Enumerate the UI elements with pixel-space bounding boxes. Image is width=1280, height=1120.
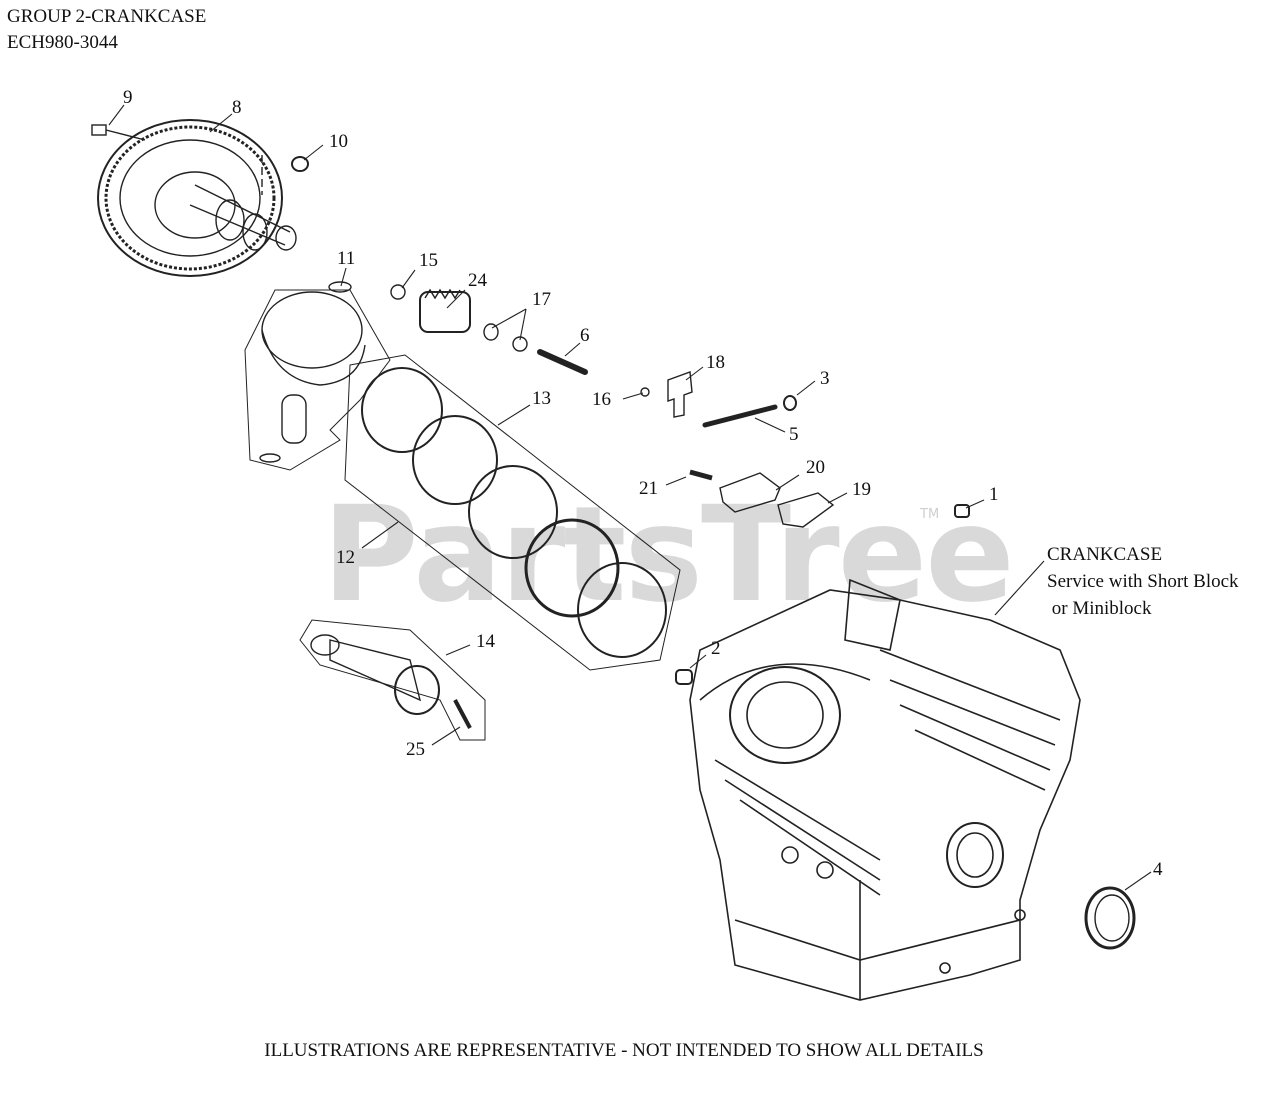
- callout-label: 25: [406, 739, 425, 760]
- breather-parts: [689, 469, 970, 528]
- oil-seal: [1084, 886, 1136, 950]
- callout-label: 17: [532, 289, 551, 310]
- callout-label: 24: [468, 270, 487, 291]
- engine-model-code: ECH980-3044: [7, 32, 118, 53]
- callout-label: 3: [820, 368, 830, 389]
- callout-label: 10: [329, 131, 348, 152]
- crankcase-service-note: CRANKCASE Service with Short Block or Mi…: [1047, 541, 1239, 622]
- ring-set: [344, 354, 681, 671]
- callout-label: 8: [232, 97, 242, 118]
- callout-label: 6: [580, 325, 590, 346]
- small-parts-upper: [390, 284, 588, 375]
- piston: [259, 281, 366, 463]
- crankcase-note-line: Service with Short Block: [1047, 571, 1239, 592]
- connecting-rod: [299, 619, 486, 741]
- callout-label: 13: [532, 388, 551, 409]
- callout-label: 19: [852, 479, 871, 500]
- illustration-disclaimer: ILLUSTRATIONS ARE REPRESENTATIVE - NOT I…: [264, 1040, 984, 1061]
- callout-label: 18: [706, 352, 725, 373]
- trademark-symbol: TM: [920, 507, 940, 522]
- leader-lines: [108, 104, 1152, 891]
- callout-label: 14: [476, 631, 495, 652]
- cam-bolt: [91, 124, 146, 141]
- diagram-group-title: GROUP 2-CRANKCASE: [7, 6, 207, 27]
- callout-label: 21: [639, 478, 658, 499]
- callout-label: 15: [419, 250, 438, 271]
- dowel-pin: [675, 669, 693, 685]
- callout-label: 5: [789, 424, 799, 445]
- crankcase-body: [689, 578, 1081, 1001]
- governor-parts: [640, 371, 797, 428]
- callout-label: 9: [123, 87, 133, 108]
- callout-label: 1: [989, 484, 999, 505]
- callout-label: 2: [711, 638, 721, 659]
- crankcase-note-line: or Miniblock: [1047, 598, 1152, 619]
- callout-label: 12: [336, 547, 355, 568]
- crankcase-note-line: CRANKCASE: [1047, 544, 1163, 565]
- callout-label: 20: [806, 457, 825, 478]
- piston-group-outline: [244, 289, 391, 471]
- callout-label: 4: [1153, 859, 1163, 880]
- callout-label: 16: [592, 389, 611, 410]
- cam-nut: [261, 155, 309, 195]
- camshaft-gear: [97, 119, 297, 277]
- callout-label: 11: [337, 248, 356, 269]
